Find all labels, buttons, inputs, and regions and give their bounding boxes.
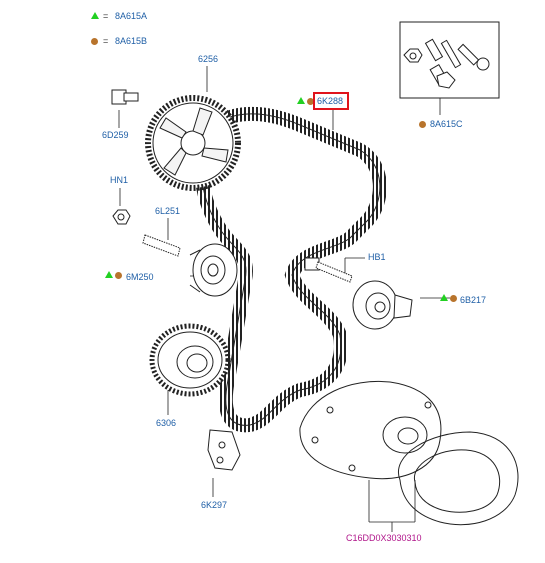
bracket-6k297 <box>207 429 241 471</box>
label-6d259: 6D259 <box>102 130 129 140</box>
leader-lines <box>118 66 450 532</box>
nut-hn1 <box>112 209 131 225</box>
label-6k288: 6K288 <box>317 96 344 106</box>
marker-green-triangle-icon <box>105 271 113 278</box>
highlight-box-6k288 <box>313 92 349 110</box>
stud-6l251 <box>142 234 181 257</box>
water-pump-gasket <box>397 431 519 526</box>
label-hn1: HN1 <box>110 175 129 185</box>
tensioner <box>352 280 413 330</box>
bolt-hb1 <box>304 257 353 283</box>
marker-brown-circle-icon <box>115 272 122 279</box>
marker-brown-circle-icon <box>419 121 426 128</box>
legend-equals: = <box>103 36 109 46</box>
legend-green-triangle-icon <box>91 12 99 19</box>
marker-green-triangle-icon <box>297 97 305 104</box>
fixings-kit-box <box>399 21 500 99</box>
water-pump <box>299 380 442 480</box>
marker-green-triangle-icon <box>440 294 448 301</box>
label-6k297: 6K297 <box>201 500 228 510</box>
label-8a615c: 8A615C <box>430 119 463 129</box>
legend-code-a: 8A615A <box>115 11 148 21</box>
camshaft-sprocket <box>145 95 241 191</box>
label-6l251: 6L251 <box>155 206 181 216</box>
legend-brown-circle-icon <box>91 38 98 45</box>
marker-brown-circle-icon <box>307 98 314 105</box>
legend-code-b: 8A615B <box>115 36 148 46</box>
legend-equals: = <box>103 11 109 21</box>
crankshaft-sprocket <box>149 323 231 397</box>
bolt-6d259 <box>111 89 139 105</box>
label-6b217: 6B217 <box>460 295 487 305</box>
label-6306: 6306 <box>156 418 177 428</box>
label-6m250: 6M250 <box>126 272 154 282</box>
timing-belt <box>194 106 387 433</box>
label-6256: 6256 <box>198 54 219 64</box>
idler-pulley <box>189 243 238 297</box>
label-hb1: HB1 <box>368 252 386 262</box>
label-part-code: C16DD0X3030310 <box>346 533 422 543</box>
marker-brown-circle-icon <box>450 295 457 302</box>
